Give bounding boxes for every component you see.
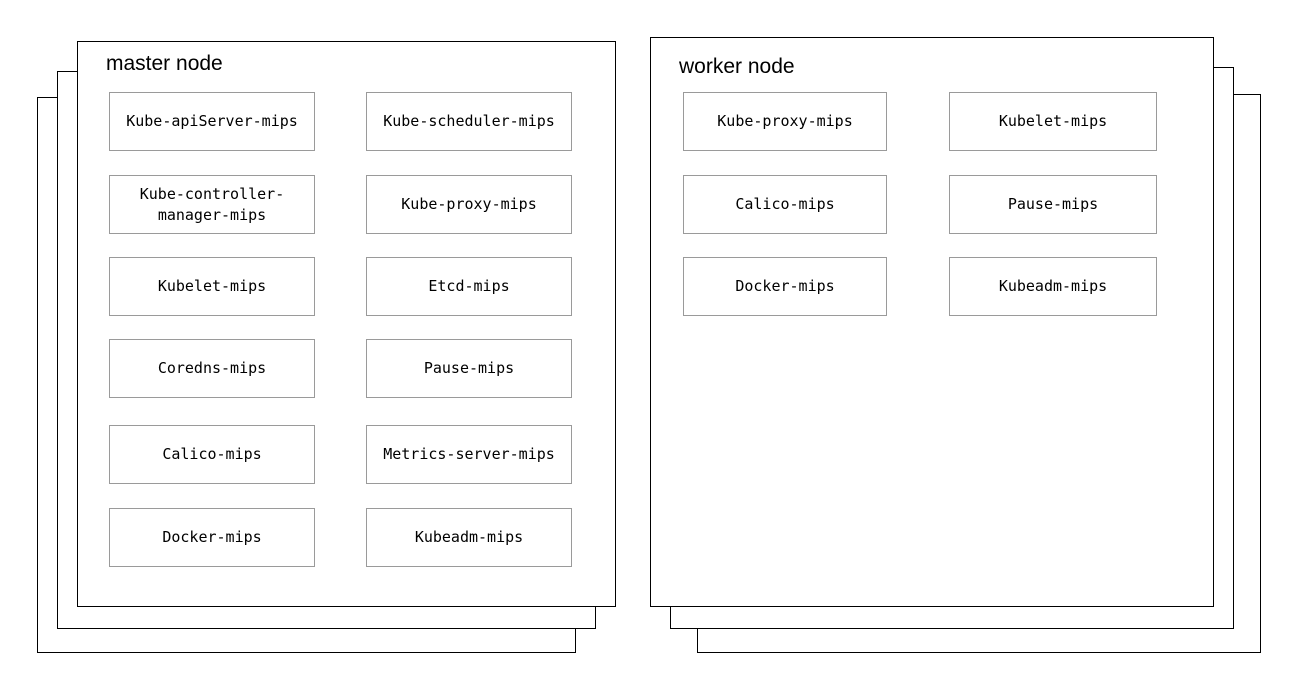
component-box[interactable]: Docker-mips (683, 257, 887, 316)
component-label: Metrics-server-mips (383, 445, 555, 463)
component-label: Docker-mips (162, 528, 262, 546)
component-label: Kubeadm-mips (998, 277, 1108, 295)
component-box[interactable]: Kubelet-mips (109, 257, 315, 316)
component-label: Docker-mips (735, 277, 835, 295)
component-box[interactable]: Coredns-mips (109, 339, 315, 398)
component-box[interactable]: Kube-scheduler-mips (366, 92, 572, 151)
component-box[interactable]: Kube-proxy-mips (366, 175, 572, 234)
component-label: Kube-controller-manager-mips (139, 184, 285, 224)
component-label: Coredns-mips (157, 359, 267, 377)
worker-node-title: worker node (679, 55, 795, 78)
master-node-title: master node (106, 52, 223, 75)
component-box[interactable]: Kube-apiServer-mips (109, 92, 315, 151)
component-box[interactable]: Calico-mips (683, 175, 887, 234)
component-label: Kube-proxy-mips (401, 195, 537, 213)
component-label: Pause-mips (423, 359, 515, 377)
component-label: Kubeadm-mips (414, 528, 524, 546)
component-box[interactable]: Pause-mips (366, 339, 572, 398)
component-label: Kubelet-mips (998, 112, 1108, 130)
component-box[interactable]: Docker-mips (109, 508, 315, 567)
component-label: Calico-mips (162, 445, 262, 463)
component-label: Etcd-mips (428, 277, 510, 295)
component-box[interactable]: Etcd-mips (366, 257, 572, 316)
component-label: Kube-proxy-mips (717, 112, 853, 130)
component-label: Kube-apiServer-mips (126, 112, 298, 130)
component-box[interactable]: Kube-controller-manager-mips (109, 175, 315, 234)
component-label: Pause-mips (1007, 195, 1099, 213)
component-box[interactable]: Pause-mips (949, 175, 1157, 234)
component-box[interactable]: Kubelet-mips (949, 92, 1157, 151)
component-label: Kube-scheduler-mips (383, 112, 555, 130)
component-box[interactable]: Calico-mips (109, 425, 315, 484)
component-label: Kubelet-mips (157, 277, 267, 295)
component-box[interactable]: Kubeadm-mips (366, 508, 572, 567)
component-box[interactable]: Kubeadm-mips (949, 257, 1157, 316)
component-label: Calico-mips (735, 195, 835, 213)
component-box[interactable]: Kube-proxy-mips (683, 92, 887, 151)
component-box[interactable]: Metrics-server-mips (366, 425, 572, 484)
